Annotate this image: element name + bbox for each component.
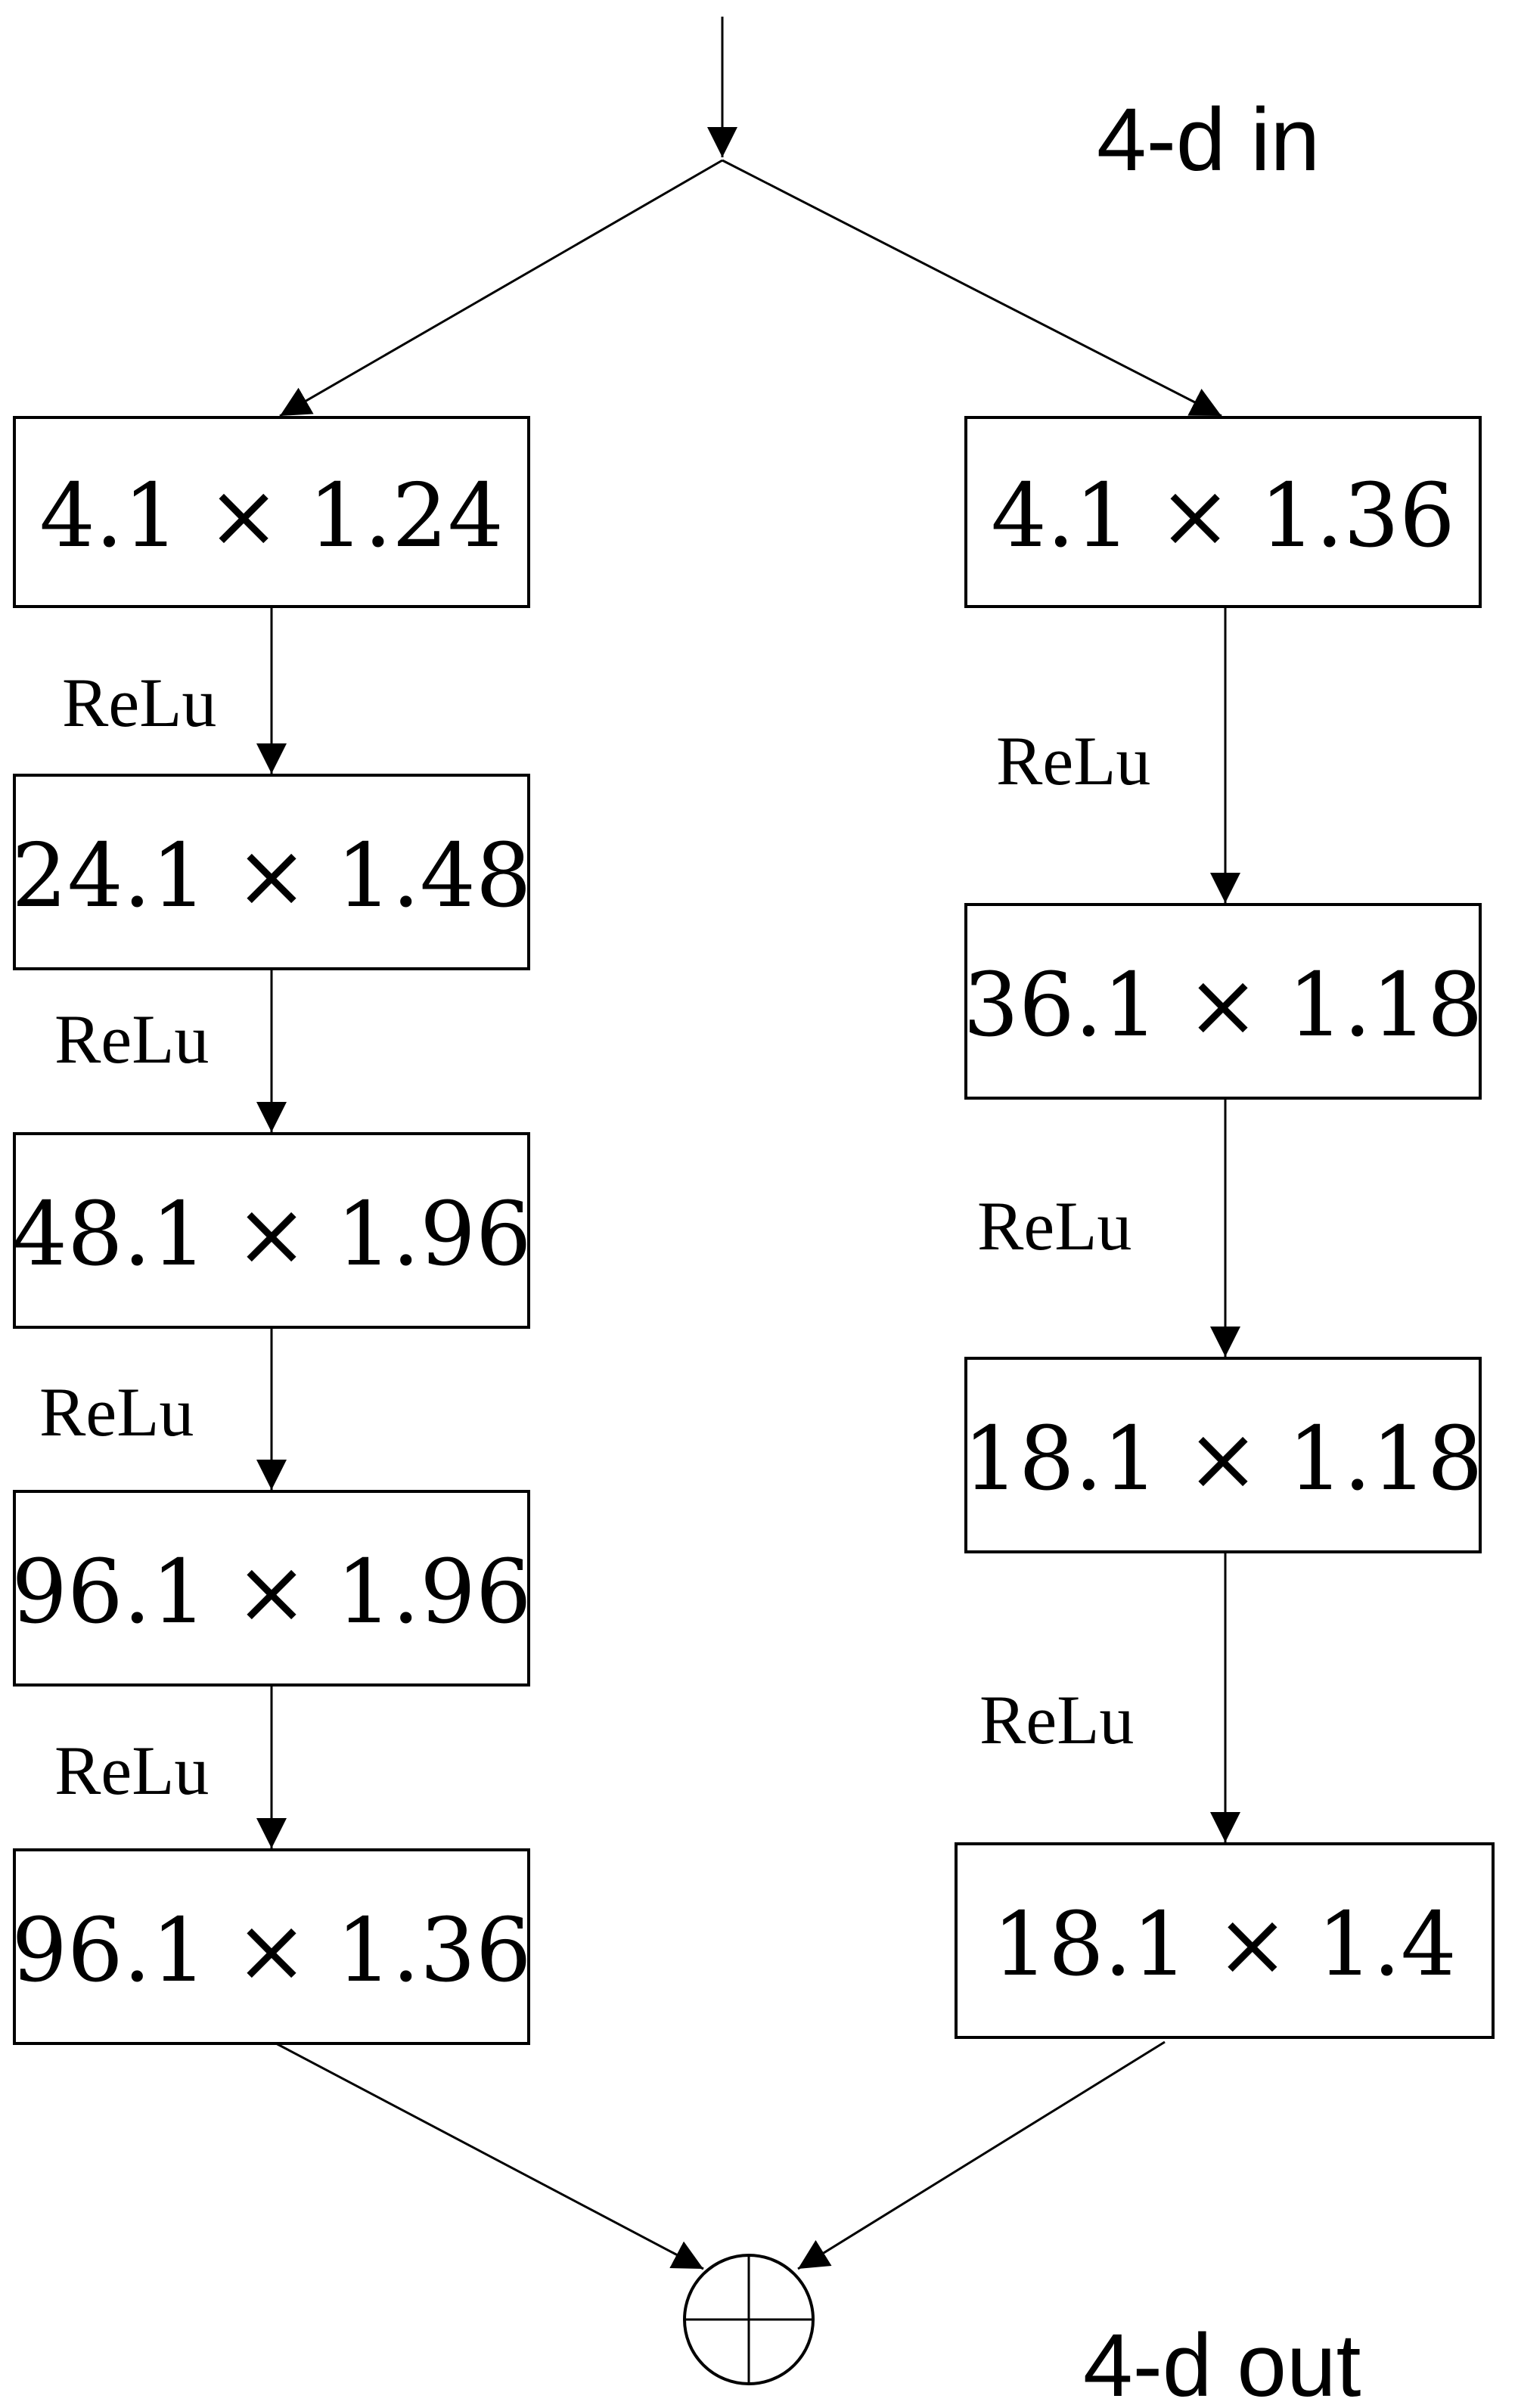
right-branch: 4.1 × 1.36 ReLu 36.1 × 1.18 ReLu 18.1 × … [955,416,1495,2039]
split-edge-right [722,159,1222,417]
left-block-4 [13,1490,530,1687]
left-block-5-label: 96.1 × 1.36 [11,1900,532,2002]
right-activation-1: ReLu [996,722,1150,799]
left-block-4-label: 96.1 × 1.96 [11,1541,532,1643]
left-activation-1: ReLu [62,664,216,741]
left-block-1-label: 4.1 × 1.24 [39,465,504,567]
left-activation-3: ReLu [39,1373,194,1451]
right-block-1 [964,416,1482,608]
right-block-2 [964,903,1482,1100]
merge-edge-left [275,2042,704,2270]
circled-plus-icon [683,2254,815,2385]
right-block-2-label: 36.1 × 1.18 [963,954,1483,1057]
output-label: 4-d out [1083,2316,1361,2408]
right-block-3 [964,1357,1482,1553]
left-block-2-label: 24.1 × 1.48 [11,825,532,927]
left-activation-4: ReLu [54,1732,209,1809]
left-branch: 4.1 × 1.24 ReLu 24.1 × 1.48 ReLu 48.1 × … [11,416,532,2045]
right-activation-3: ReLu [979,1681,1134,1758]
left-block-3-label: 48.1 × 1.96 [11,1184,532,1286]
right-block-3-label: 18.1 × 1.18 [963,1408,1483,1510]
input-label: 4-d in [1097,90,1320,190]
right-activation-2: ReLu [977,1187,1132,1265]
right-block-4 [955,1842,1495,2039]
left-block-3 [13,1132,530,1329]
left-block-5 [13,1848,530,2045]
right-block-1-label: 4.1 × 1.36 [991,465,1455,567]
merge-edge-right [797,2040,1166,2270]
left-block-2 [13,774,530,970]
split-edge-left [279,159,723,417]
left-activation-2: ReLu [54,1001,209,1078]
right-block-4-label: 18.1 × 1.4 [992,1894,1457,1996]
